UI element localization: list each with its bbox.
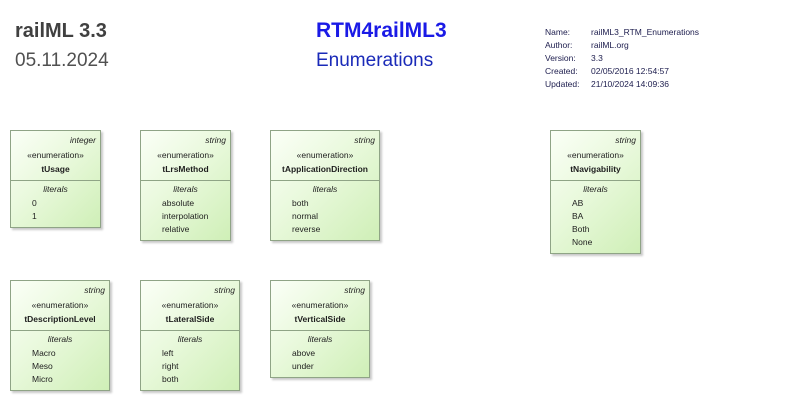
enum-literals: above under — [271, 347, 369, 373]
enum-name: tApplicationDirection — [282, 164, 368, 174]
enum-literals-header: literals — [173, 184, 198, 194]
enum-literal: None — [572, 237, 593, 247]
enum-literal: BA — [572, 211, 584, 221]
meta-value: railML3_RTM_Enumerations — [591, 27, 700, 37]
meta-row: Name: railML3_RTM_Enumerations — [545, 26, 699, 39]
diagram-header-left: railML 3.3 05.11.2024 — [15, 18, 109, 74]
enum-literals-header: literals — [312, 184, 338, 194]
diagram-title: RTM4railML3 — [316, 19, 447, 42]
enum-separator — [551, 180, 640, 181]
enum-literal: reverse — [292, 224, 321, 234]
enum-literal: relative — [162, 224, 190, 234]
standard-title: railML 3.3 — [15, 20, 107, 42]
enum-literal: both — [162, 374, 179, 384]
meta-row: Updated: 21/10/2024 14:09:36 — [545, 78, 699, 91]
enum-stereotype: «enumeration» — [157, 150, 214, 160]
enum-literal: Both — [572, 224, 590, 234]
enum-literal: 1 — [32, 211, 37, 221]
enum-literals: AB BA Both None — [551, 197, 640, 249]
meta-key: Name: — [545, 27, 571, 37]
meta-row: Version: 3.3 — [545, 52, 699, 65]
enum-literal: Meso — [32, 361, 53, 371]
meta-row: Created: 02/05/2016 12:54:57 — [545, 65, 699, 78]
enum-literal: both — [292, 198, 309, 208]
enum-name: tUsage — [41, 164, 70, 174]
meta-key: Created: — [545, 66, 578, 76]
enum-stereotype: «enumeration» — [567, 150, 624, 160]
enum-type: string — [615, 135, 636, 145]
enum-literals-header: literals — [43, 184, 68, 194]
enum-box-tverticalside[interactable]: string «enumeration» tVerticalSide liter… — [270, 280, 370, 378]
meta-key: Updated: — [545, 79, 580, 89]
enum-literal: Macro — [32, 348, 56, 358]
enum-name: tVerticalSide — [294, 314, 346, 324]
enum-type: string — [344, 285, 365, 295]
enum-stereotype: «enumeration» — [296, 150, 354, 160]
meta-value: 3.3 — [591, 53, 603, 63]
enum-separator — [11, 180, 100, 181]
enum-separator — [11, 330, 109, 331]
enum-literals-header: literals — [583, 184, 608, 194]
enum-type: string — [84, 285, 105, 295]
enum-separator — [271, 180, 379, 181]
enum-literal: Micro — [32, 374, 53, 384]
enum-literals-header: literals — [307, 334, 333, 344]
enum-stereotype: «enumeration» — [291, 300, 349, 310]
enum-literals: both normal reverse — [271, 197, 379, 236]
enum-type: string — [214, 285, 235, 295]
enum-box-tnavigability[interactable]: string «enumeration» tNavigability liter… — [550, 130, 641, 254]
enum-literal: 0 — [32, 198, 37, 208]
enum-box-tlrsmethod[interactable]: string «enumeration» tLrsMethod literals… — [140, 130, 231, 241]
meta-value: railML.org — [591, 40, 629, 50]
enum-literal: interpolation — [162, 211, 209, 221]
enum-box-tusage[interactable]: integer «enumeration» tUsage literals 0 … — [10, 130, 101, 228]
diagram-metadata: Name: railML3_RTM_Enumerations Author: rai… — [545, 26, 699, 91]
diagram-header-center: RTM4railML3 Enumerations — [316, 18, 447, 74]
enum-separator — [141, 180, 230, 181]
enum-type: integer — [70, 135, 96, 145]
enum-literal: right — [162, 361, 179, 371]
enum-literals: 0 1 — [11, 197, 100, 223]
enum-box-tdescriptionlevel[interactable]: string «enumeration» tDescriptionLevel l… — [10, 280, 110, 391]
enum-separator — [141, 330, 239, 331]
meta-value: 02/05/2016 12:54:57 — [591, 66, 669, 76]
meta-row: Author: railML.org — [545, 39, 699, 52]
enum-type: string — [354, 135, 375, 145]
enum-literal: left — [162, 348, 174, 358]
enum-separator — [271, 330, 369, 331]
diagram-subtitle: Enumerations — [316, 50, 434, 71]
enum-type: string — [205, 135, 226, 145]
enum-box-tlateralside[interactable]: string «enumeration» tLateralSide litera… — [140, 280, 240, 391]
enum-stereotype: «enumeration» — [27, 150, 84, 160]
meta-value: 21/10/2024 14:09:36 — [591, 79, 669, 89]
enum-literals: left right both — [141, 347, 239, 386]
enum-stereotype: «enumeration» — [31, 300, 89, 310]
enum-stereotype: «enumeration» — [161, 300, 219, 310]
enum-literal: absolute — [162, 198, 195, 208]
enum-box-tapplicationdirection[interactable]: string «enumeration» tApplicationDirecti… — [270, 130, 380, 241]
enum-name: tLateralSide — [165, 314, 215, 324]
enum-literals-header: literals — [47, 334, 73, 344]
enum-literal: above — [292, 348, 316, 358]
enum-name: tDescriptionLevel — [24, 314, 96, 324]
meta-key: Version: — [545, 53, 576, 63]
standard-date: 05.11.2024 — [15, 50, 109, 71]
enum-literal: normal — [292, 211, 318, 221]
enum-literal: AB — [572, 198, 584, 208]
enum-name: tNavigability — [570, 164, 621, 174]
enum-name: tLrsMethod — [162, 164, 209, 174]
enum-literal: under — [292, 361, 314, 371]
enum-literals-header: literals — [177, 334, 203, 344]
enum-literals: absolute interpolation relative — [141, 197, 230, 236]
meta-key: Author: — [545, 40, 573, 50]
enum-literals: Macro Meso Micro — [11, 347, 109, 386]
